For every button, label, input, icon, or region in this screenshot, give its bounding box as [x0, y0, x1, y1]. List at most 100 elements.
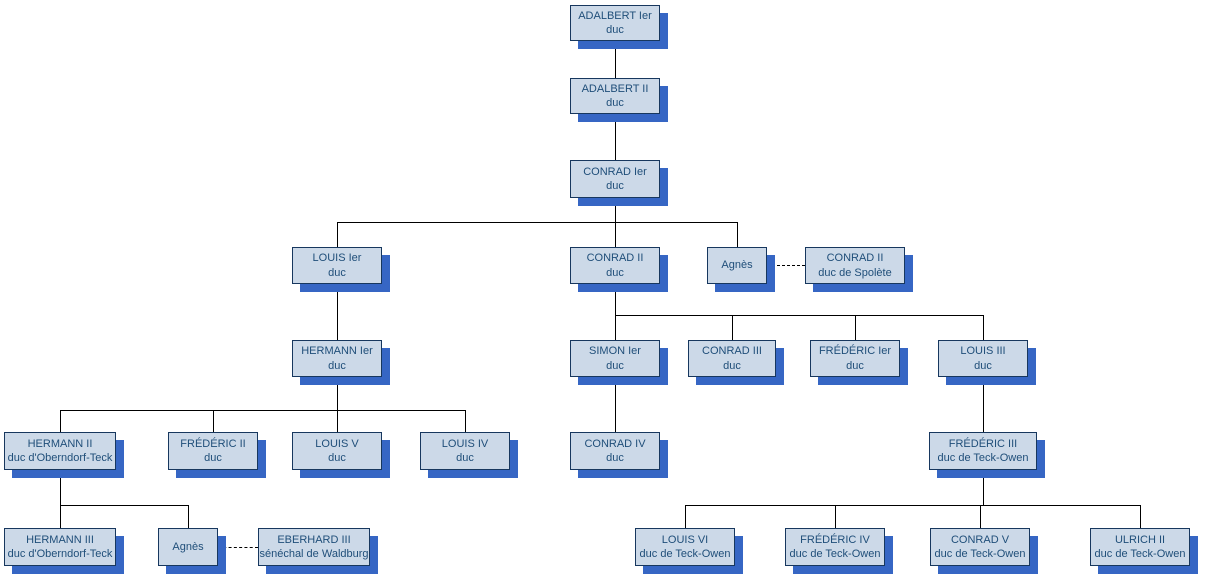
person-title: duc de Teck-Owen	[639, 548, 731, 560]
connector-line	[337, 410, 338, 432]
node-louis-6: LOUIS VI duc de Teck-Owen	[635, 528, 735, 566]
person-title: duc	[723, 359, 741, 372]
connector-line	[337, 222, 738, 223]
node-conrad-2-spolete: CONRAD II duc de Spolète	[805, 247, 905, 284]
person-name: CONRAD IV	[584, 437, 646, 450]
person-title: duc de Teck-Owen	[934, 548, 1026, 560]
connector-line	[188, 505, 189, 528]
person-title: duc	[456, 452, 474, 464]
node-conrad-1er: CONRAD Ier duc	[570, 160, 660, 198]
node-frederic-4: FRÉDÉRIC IV duc de Teck-Owen	[785, 528, 885, 566]
person-name: ADALBERT II	[581, 82, 649, 95]
connector-line	[835, 505, 836, 528]
connector-line	[1140, 505, 1141, 528]
node-eberhard-3: EBERHARD III sénéchal de Waldburg	[258, 528, 370, 566]
person-name: Agnès	[721, 259, 753, 272]
node-louis-5: LOUIS V duc	[292, 432, 382, 470]
person-title: duc	[974, 359, 992, 372]
person-title: duc d'Oberndorf-Teck	[7, 452, 113, 464]
node-agnes-2: Agnès	[158, 528, 218, 566]
node-frederic-1er: FRÉDÉRIC Ier duc	[810, 340, 900, 377]
person-title: duc	[846, 359, 864, 372]
node-hermann-3: HERMANN III duc d'Oberndorf-Teck	[4, 528, 116, 566]
connector-line	[615, 222, 616, 247]
connector-line	[737, 222, 738, 247]
node-simon-1er: SIMON Ier duc	[570, 340, 660, 377]
person-title: duc	[606, 452, 624, 464]
person-title: duc	[606, 180, 624, 192]
person-name: ULRICH II	[1114, 533, 1166, 546]
connector-line	[685, 505, 1141, 506]
person-title: duc	[204, 452, 222, 464]
person-name: HERMANN Ier	[301, 345, 373, 358]
person-name: LOUIS Ier	[312, 252, 362, 265]
person-name: LOUIS V	[315, 437, 359, 450]
connector-line	[337, 222, 338, 247]
person-title: duc	[606, 266, 624, 279]
person-name: LOUIS IV	[441, 437, 489, 450]
connector-line	[60, 410, 466, 411]
connector-line	[337, 284, 338, 340]
node-conrad-5: CONRAD V duc de Teck-Owen	[930, 528, 1030, 566]
person-name: CONRAD II	[826, 252, 884, 265]
person-name: FRÉDÉRIC IV	[800, 533, 870, 546]
node-louis-1er: LOUIS Ier duc	[292, 247, 382, 284]
node-conrad-4: CONRAD IV duc	[570, 432, 660, 470]
person-title: sénéchal de Waldburg	[259, 548, 369, 560]
connector-line	[60, 410, 61, 432]
node-ulrich-2: ULRICH II duc de Teck-Owen	[1090, 528, 1190, 566]
person-title: duc	[606, 97, 624, 109]
person-title: duc de Spolète	[818, 266, 892, 279]
person-title: duc	[606, 359, 624, 372]
connector-line	[60, 505, 189, 506]
person-name: HERMANN II	[27, 437, 93, 450]
person-title: duc	[328, 266, 346, 279]
connector-line	[615, 114, 616, 160]
connector-line	[615, 198, 616, 222]
person-name: FRÉDÉRIC III	[948, 437, 1018, 450]
person-name: Agnès	[172, 540, 204, 553]
connector-line	[732, 315, 733, 340]
person-title: duc d'Oberndorf-Teck	[7, 548, 113, 560]
person-name: CONRAD III	[702, 345, 762, 358]
connector-line	[615, 377, 616, 432]
person-name: ADALBERT Ier	[578, 9, 652, 22]
connector-line	[465, 410, 466, 432]
person-title: duc	[328, 359, 346, 372]
node-frederic-3: FRÉDÉRIC III duc de Teck-Owen	[929, 432, 1037, 470]
connector-line	[60, 470, 61, 528]
person-name: CONRAD V	[950, 533, 1010, 546]
person-title: duc de Teck-Owen	[789, 548, 881, 560]
person-name: LOUIS III	[960, 345, 1006, 358]
person-name: FRÉDÉRIC II	[180, 437, 246, 450]
person-name: EBERHARD III	[277, 533, 351, 546]
person-name: HERMANN III	[26, 533, 94, 546]
person-name: SIMON Ier	[589, 345, 641, 358]
connector-line	[685, 505, 686, 528]
connector-line	[983, 377, 984, 432]
connector-line	[615, 315, 984, 316]
node-adalbert-2: ADALBERT II duc	[570, 78, 660, 114]
connector-line	[983, 315, 984, 340]
marriage-connector	[767, 265, 805, 266]
person-title: duc de Teck-Owen	[937, 452, 1029, 464]
node-adalbert-1er: ADALBERT Ier duc	[570, 5, 660, 41]
connector-line	[213, 410, 214, 432]
connector-line	[983, 470, 984, 505]
node-conrad-2: CONRAD II duc	[570, 247, 660, 284]
person-title: duc	[328, 452, 346, 464]
marriage-connector	[218, 547, 258, 548]
connector-line	[615, 284, 616, 340]
connector-line	[337, 377, 338, 410]
node-conrad-3: CONRAD III duc	[688, 340, 776, 377]
node-louis-3: LOUIS III duc	[938, 340, 1028, 377]
person-name: LOUIS VI	[661, 533, 709, 546]
connector-line	[615, 41, 616, 78]
node-frederic-2: FRÉDÉRIC II duc	[168, 432, 258, 470]
person-name: FRÉDÉRIC Ier	[818, 345, 892, 358]
connector-line	[980, 505, 981, 528]
person-name: CONRAD II	[586, 252, 644, 265]
connector-line	[855, 315, 856, 340]
person-title: duc	[606, 24, 624, 36]
